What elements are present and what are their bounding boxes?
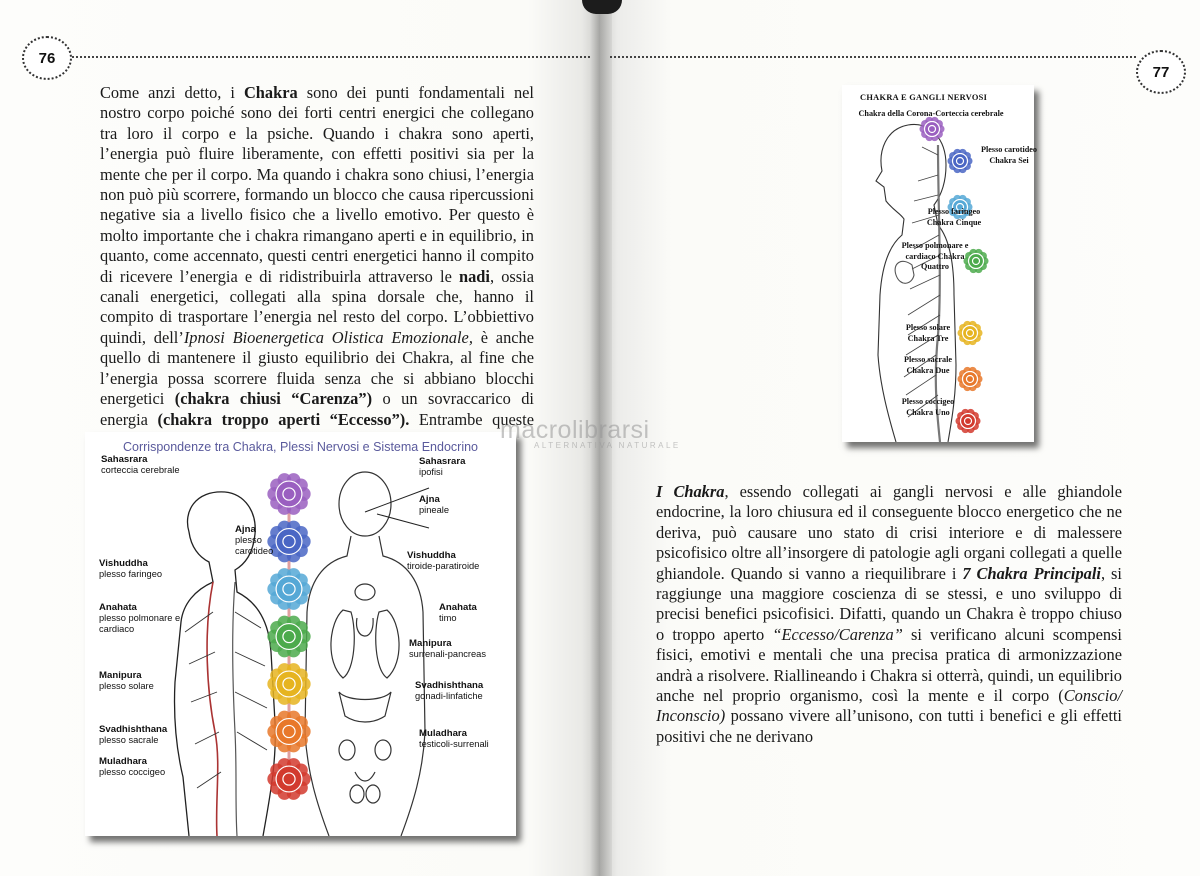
right-body-paragraph: I Chakra, essendo collegati ai gangli ne… <box>656 482 1122 747</box>
right-paragraph-text: I Chakra, essendo collegati ai gangli ne… <box>656 482 1122 746</box>
watermark: macrolibrarsi ALTERNATIVA NATURALE <box>500 416 681 450</box>
label-plesso-sacrale: Plesso sacrale Chakra Due <box>904 355 952 375</box>
left-paragraph-emphasis: Chakra <box>243 83 298 102</box>
chakra-symbol-left <box>267 615 311 658</box>
chakra-symbol-left <box>267 568 311 610</box>
left-paragraph-emphasis: (chakra troppo aperti “Eccesso”). <box>157 409 410 429</box>
page-number-76: 76 <box>22 36 72 80</box>
right-paragraph-emphasis: I Chakra <box>656 482 725 501</box>
chakra-symbol-left <box>267 758 311 800</box>
chakra-body-illustration <box>173 471 430 836</box>
chakra-symbol-left <box>267 520 311 563</box>
left-paragraph-emphasis: (chakra chiusi “Carenza”) <box>174 389 373 409</box>
label-plesso-faringeo: Plesso faringeo Chakra Cinque <box>926 207 982 227</box>
ganglia-illustration <box>875 116 989 442</box>
label-plesso-solare: Plesso solare Chakra Tre <box>905 323 951 343</box>
chakra-ganglia-figure: CHAKRA E GANGLI NERVOSI Chakra della Cor… <box>842 85 1037 442</box>
figure-title-right: CHAKRA E GANGLI NERVOSI <box>860 93 988 102</box>
label-plesso-carotideo: Plesso carotideo Chakra Sei <box>980 145 1037 165</box>
right-paragraph-emphasis: “Eccesso/Carenza” <box>772 624 903 644</box>
chakra-symbol-left <box>267 663 311 705</box>
book-gutter-shadow <box>590 0 612 876</box>
page-number-77: 77 <box>1136 50 1186 94</box>
chakra-symbol-right <box>919 116 945 142</box>
left-paragraph-emphasis: Ipnosi Bioenergetica Olistica Emozionale… <box>183 327 473 347</box>
label-plesso-polmonare: Plesso polmonare e cardiaco Chakra Quatt… <box>901 241 969 271</box>
figure-title: Corrispondenze tra Chakra, Plessi Nervos… <box>122 440 479 454</box>
chakra-symbol-right <box>955 408 981 434</box>
chakra-endocrine-figure: Corrispondenze tra Chakra, Plessi Nervos… <box>85 432 516 836</box>
right-page: 77 CHAKRA E GANGLI NERVOSI Chakra della … <box>600 0 1200 876</box>
left-body-paragraph: Come anzi detto, i Chakra sono dei punti… <box>100 83 534 450</box>
right-paragraph-emphasis: 7 Chakra Principali <box>962 563 1101 583</box>
watermark-tagline: ALTERNATIVA NATURALE <box>534 441 681 450</box>
chakra-symbol-right <box>963 248 989 274</box>
label-plesso-coccigeo: Plesso coccigeo Chakra Uno <box>901 397 955 417</box>
right-paragraph-emphasis: Conscio/ Inconscio) <box>656 686 1122 726</box>
book-spine-top <box>582 0 622 14</box>
left-paragraph-emphasis: nadi <box>458 266 490 286</box>
watermark-text: macrolibrarsi <box>500 416 650 444</box>
header-dotted-rule-right <box>610 56 1136 58</box>
chakra-symbol-right <box>957 366 983 392</box>
chakra-symbol-right <box>957 320 983 346</box>
left-page: 76 Come anzi detto, i Chakra sono dei pu… <box>0 0 600 876</box>
chakra-symbol-left <box>267 473 311 515</box>
header-dotted-rule <box>72 56 590 58</box>
chakra-symbol-right <box>947 194 973 220</box>
label-corona: Chakra della Corona-Corteccia cerebrale <box>858 109 1004 118</box>
left-paragraph-text: Come anzi detto, i Chakra sono dei punti… <box>100 83 535 449</box>
chakra-symbol-left <box>267 710 311 753</box>
chakra-symbol-right <box>947 148 973 174</box>
